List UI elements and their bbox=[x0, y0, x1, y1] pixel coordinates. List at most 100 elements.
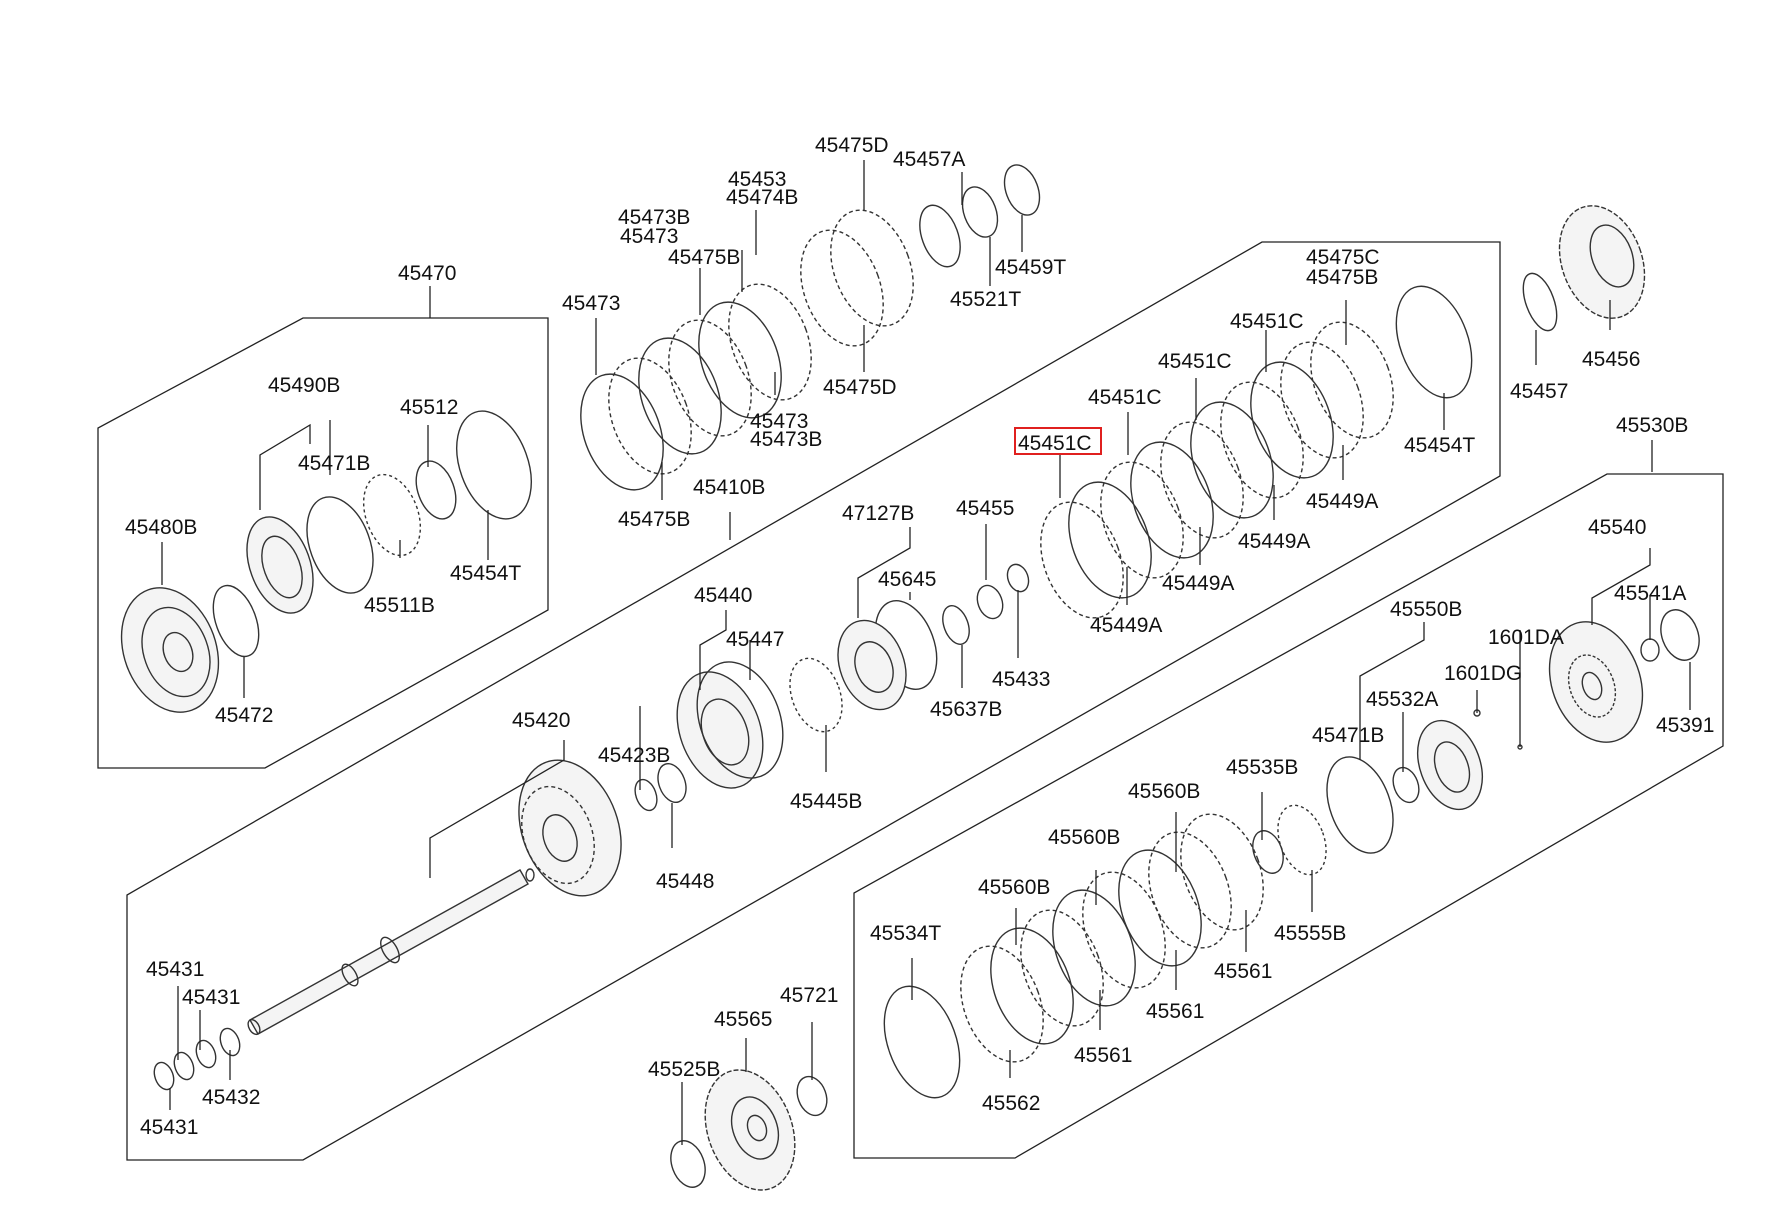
label-45423B[interactable]: 45423B bbox=[598, 744, 670, 767]
label-45457[interactable]: 45457 bbox=[1510, 380, 1568, 403]
label-45525B[interactable]: 45525B bbox=[648, 1058, 720, 1081]
label-47127B[interactable]: 47127B bbox=[842, 502, 914, 525]
label-45473-left[interactable]: 45473 bbox=[562, 292, 620, 315]
label-45532A[interactable]: 45532A bbox=[1366, 688, 1438, 711]
label-45431-2[interactable]: 45431 bbox=[182, 986, 240, 1009]
label-45472[interactable]: 45472 bbox=[215, 704, 273, 727]
label-45459T[interactable]: 45459T bbox=[995, 256, 1066, 279]
label-45391[interactable]: 45391 bbox=[1656, 714, 1714, 737]
label-1601DG[interactable]: 1601DG bbox=[1444, 662, 1522, 685]
part-45423B-ring bbox=[634, 778, 658, 812]
label-45410B[interactable]: 45410B bbox=[693, 476, 765, 499]
label-45453[interactable]: 45453 bbox=[728, 168, 786, 191]
label-45433[interactable]: 45433 bbox=[992, 668, 1050, 691]
label-45550B[interactable]: 45550B bbox=[1390, 598, 1462, 621]
label-45561-2[interactable]: 45561 bbox=[1146, 1000, 1204, 1023]
highlight-box bbox=[1014, 427, 1102, 455]
part-47127B-piston bbox=[837, 619, 907, 711]
part-45420-drum bbox=[518, 759, 622, 897]
label-45473B-top[interactable]: 45473B bbox=[618, 206, 690, 229]
label-45530B[interactable]: 45530B bbox=[1616, 414, 1688, 437]
label-45565[interactable]: 45565 bbox=[714, 1008, 772, 1031]
part-45534T-snapring bbox=[883, 985, 961, 1099]
label-45475C[interactable]: 45475C bbox=[1306, 246, 1380, 269]
label-45420[interactable]: 45420 bbox=[512, 709, 570, 732]
group-boxes bbox=[97, 241, 1724, 1161]
label-45454T-2[interactable]: 45454T bbox=[1404, 434, 1475, 457]
part-45480B-drum bbox=[120, 587, 220, 713]
label-45561-3[interactable]: 45561 bbox=[1074, 1044, 1132, 1067]
label-45456[interactable]: 45456 bbox=[1582, 348, 1640, 371]
label-45475B-top[interactable]: 45475B bbox=[668, 246, 740, 269]
label-45454T[interactable]: 45454T bbox=[450, 562, 521, 585]
label-45645[interactable]: 45645 bbox=[878, 568, 936, 591]
part-labels: 45470 45490B 45471B 45512 45480B 45454T … bbox=[125, 134, 1714, 1139]
part-45535B-ring bbox=[1252, 830, 1284, 874]
label-45451C-highlight[interactable]: 45451C bbox=[1018, 432, 1092, 455]
label-45447[interactable]: 45447 bbox=[726, 628, 784, 651]
label-45445B[interactable]: 45445B bbox=[790, 790, 862, 813]
label-45560B-1[interactable]: 45560B bbox=[1128, 780, 1200, 803]
part-45455-ring bbox=[976, 584, 1004, 620]
label-45471B[interactable]: 45471B bbox=[298, 452, 370, 475]
label-45475B-bot[interactable]: 45475B bbox=[618, 508, 690, 531]
label-45440[interactable]: 45440 bbox=[694, 584, 752, 607]
label-45490B[interactable]: 45490B bbox=[268, 374, 340, 397]
label-45449A-2[interactable]: 45449A bbox=[1238, 530, 1310, 553]
label-45534T[interactable]: 45534T bbox=[870, 922, 941, 945]
label-45449A-4[interactable]: 45449A bbox=[1090, 614, 1162, 637]
part-plate-stack-middle bbox=[1040, 321, 1394, 619]
label-45457A[interactable]: 45457A bbox=[893, 148, 965, 171]
leader-lines bbox=[161, 160, 1691, 1145]
part-45471B-ring-2 bbox=[1326, 756, 1394, 854]
label-45721[interactable]: 45721 bbox=[780, 984, 838, 1007]
part-45521T-washer bbox=[961, 186, 999, 238]
label-45540[interactable]: 45540 bbox=[1588, 516, 1646, 539]
label-45449A-1[interactable]: 45449A bbox=[1306, 490, 1378, 513]
label-45451C-2[interactable]: 45451C bbox=[1158, 350, 1232, 373]
part-45540-drum bbox=[1548, 621, 1644, 743]
label-45475D-top[interactable]: 45475D bbox=[815, 134, 889, 157]
part-45431-rings bbox=[153, 1027, 241, 1091]
part-45456-gear bbox=[1558, 205, 1646, 319]
label-45541A[interactable]: 45541A bbox=[1614, 582, 1686, 605]
label-45555B[interactable]: 45555B bbox=[1274, 922, 1346, 945]
label-45432[interactable]: 45432 bbox=[202, 1086, 260, 1109]
part-shaft bbox=[247, 868, 535, 1036]
part-45472-ring bbox=[212, 584, 260, 658]
label-45511B[interactable]: 45511B bbox=[364, 594, 435, 617]
part-45445B-spring bbox=[789, 657, 843, 733]
part-plate-stack-top bbox=[580, 209, 914, 491]
part-45454T-snapring-2 bbox=[1395, 285, 1473, 399]
label-45473B-bot[interactable]: 45473B bbox=[750, 428, 822, 451]
label-45560B-3[interactable]: 45560B bbox=[978, 876, 1050, 899]
label-45535B[interactable]: 45535B bbox=[1226, 756, 1298, 779]
label-1601DA[interactable]: 1601DA bbox=[1488, 626, 1564, 649]
label-45451C-3[interactable]: 45451C bbox=[1088, 386, 1162, 409]
label-45449A-3[interactable]: 45449A bbox=[1162, 572, 1234, 595]
label-45431-3[interactable]: 45431 bbox=[140, 1116, 198, 1139]
label-45473-bot[interactable]: 45473 bbox=[750, 410, 808, 433]
label-45521T[interactable]: 45521T bbox=[950, 288, 1021, 311]
part-45490B-piston bbox=[246, 516, 314, 614]
label-45471B-2[interactable]: 45471B bbox=[1312, 724, 1384, 747]
label-45451C-1[interactable]: 45451C bbox=[1230, 310, 1304, 333]
part-45457-bearing bbox=[1522, 272, 1558, 332]
label-45474B[interactable]: 45474B bbox=[726, 186, 798, 209]
label-45480B[interactable]: 45480B bbox=[125, 516, 197, 539]
label-45560B-2[interactable]: 45560B bbox=[1048, 826, 1120, 849]
label-45561-1[interactable]: 45561 bbox=[1214, 960, 1272, 983]
label-45637B[interactable]: 45637B bbox=[930, 698, 1002, 721]
label-45448[interactable]: 45448 bbox=[656, 870, 714, 893]
part-45459T-washer bbox=[1003, 164, 1041, 216]
label-45470[interactable]: 45470 bbox=[398, 262, 456, 285]
label-45475B-right[interactable]: 45475B bbox=[1306, 266, 1378, 289]
label-45512[interactable]: 45512 bbox=[400, 396, 458, 419]
part-45457A-bearing bbox=[919, 204, 961, 268]
label-45455[interactable]: 45455 bbox=[956, 497, 1014, 520]
label-45431-1[interactable]: 45431 bbox=[146, 958, 204, 981]
label-45473-top[interactable]: 45473 bbox=[620, 225, 678, 248]
part-45440-piston bbox=[676, 661, 784, 789]
label-45562[interactable]: 45562 bbox=[982, 1092, 1040, 1115]
label-45475D-bot[interactable]: 45475D bbox=[823, 376, 897, 399]
